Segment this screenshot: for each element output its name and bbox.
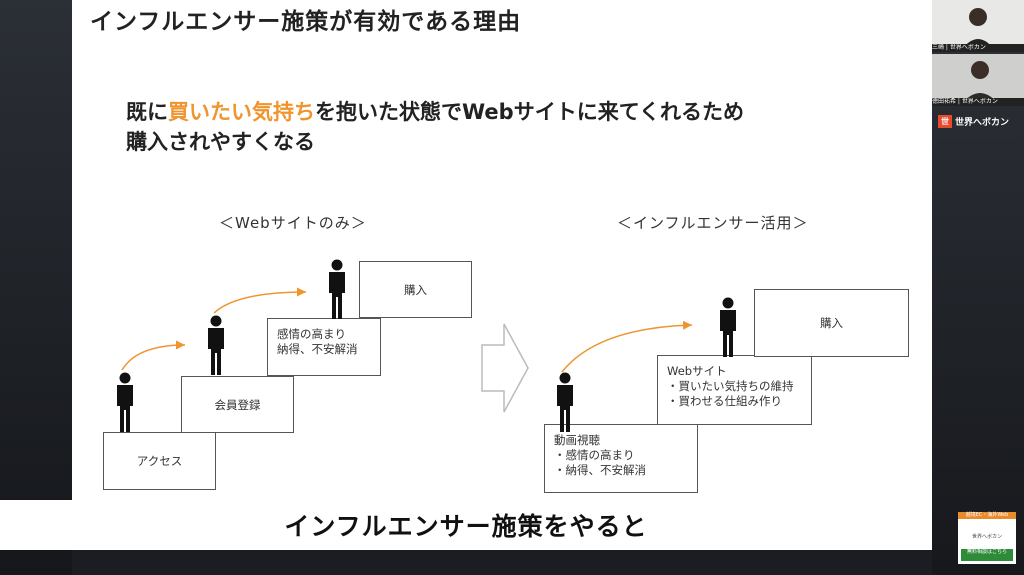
curve-arrow-3: [561, 320, 693, 373]
left-step-purchase-label: 購入: [404, 282, 427, 297]
right-step-website: Webサイト ・買いたい気持ちの維持 ・買わせる仕組み作り: [657, 355, 812, 425]
participant-avatar: [932, 54, 1024, 106]
transition-chevron: [481, 323, 529, 413]
left-step-emotion-line2: 納得、不安解消: [277, 342, 358, 356]
left-diagram-heading: ＜Webサイトのみ＞: [219, 214, 367, 232]
left-step-emotion-line1: 感情の高まり: [277, 327, 346, 341]
lead-highlight: 買いたい気持ち: [168, 100, 315, 124]
right-step-video: 動画視聴 ・感情の高まり ・納得、不安解消: [544, 424, 698, 493]
right-step-website-item2: ・買わせる仕組み作り: [667, 394, 782, 408]
participant-video-1[interactable]: 三崎 | 世界へボカン: [932, 0, 1024, 52]
right-step-purchase-label: 購入: [820, 316, 843, 330]
promo-button[interactable]: 無料相談はこちら: [961, 549, 1013, 561]
right-step-video-item2: ・納得、不安解消: [554, 463, 646, 477]
presentation-slide: インフルエンサー施策が有効である理由 既に買いたい気持ちを抱いた状態でWebサイ…: [72, 0, 932, 500]
lead-line-1-post: を抱いた状態でWebサイトに来てくれるため: [315, 100, 745, 124]
right-step-video-item1: ・感情の高まり: [554, 448, 635, 462]
left-step-register: 会員登録: [181, 376, 294, 433]
lead-line-2: 購入されやすくなる: [126, 130, 315, 154]
right-diagram-heading: ＜インフルエンサー活用＞: [617, 214, 809, 232]
promo-mid-text: 世界へボカン: [971, 534, 1002, 540]
logo-mark-icon: 世: [938, 114, 952, 128]
brand-logo: 世 世界へボカン: [938, 113, 1018, 129]
person-icon: [557, 372, 573, 432]
right-step-website-item1: ・買いたい気持ちの維持: [667, 379, 794, 393]
left-step-emotion: 感情の高まり 納得、不安解消: [267, 318, 381, 376]
right-step-purchase: 購入: [754, 289, 909, 357]
lead-line-1: 既に買いたい気持ちを抱いた状態でWebサイトに来てくれるため: [126, 97, 744, 127]
background-left: [0, 0, 72, 575]
diagram-arrows: [121, 287, 693, 413]
lead-line-1-pre: 既に: [126, 100, 168, 124]
left-step-access: アクセス: [103, 432, 216, 490]
participant-video-2[interactable]: 徳田祐希 | 世界へボカン: [932, 54, 1024, 106]
person-icon: [208, 315, 224, 375]
curve-arrow-1: [121, 340, 186, 371]
participant-2-name: 徳田祐希 | 世界へボカン: [932, 98, 1024, 106]
subtitle-bar: [0, 500, 932, 550]
subtitle-text: インフルエンサー施策をやると: [284, 512, 648, 541]
right-step-website-title: Webサイト: [667, 364, 727, 378]
lead-text: 既に買いたい気持ちを抱いた状態でWebサイトに来てくれるため 購入されやすくなる: [126, 97, 744, 157]
curve-arrow-2: [213, 287, 307, 314]
left-step-purchase: 購入: [359, 261, 472, 318]
logo-text: 世界へボカン: [955, 117, 1010, 128]
participant-avatar: [932, 0, 1024, 52]
promo-top-text: 越境EC・海外Web: [958, 512, 1016, 519]
left-step-access-label: アクセス: [136, 454, 183, 468]
promo-banner[interactable]: 越境EC・海外Web 世界へボカン 無料相談はこちら: [958, 512, 1016, 564]
person-icon: [117, 372, 133, 432]
slide-title: インフルエンサー施策が有効である理由: [90, 9, 522, 35]
person-icon: [329, 259, 345, 319]
left-step-register-label: 会員登録: [214, 397, 261, 412]
person-icon: [720, 297, 736, 357]
right-step-video-title: 動画視聴: [554, 433, 600, 447]
participant-1-name: 三崎 | 世界へボカン: [932, 44, 1024, 52]
